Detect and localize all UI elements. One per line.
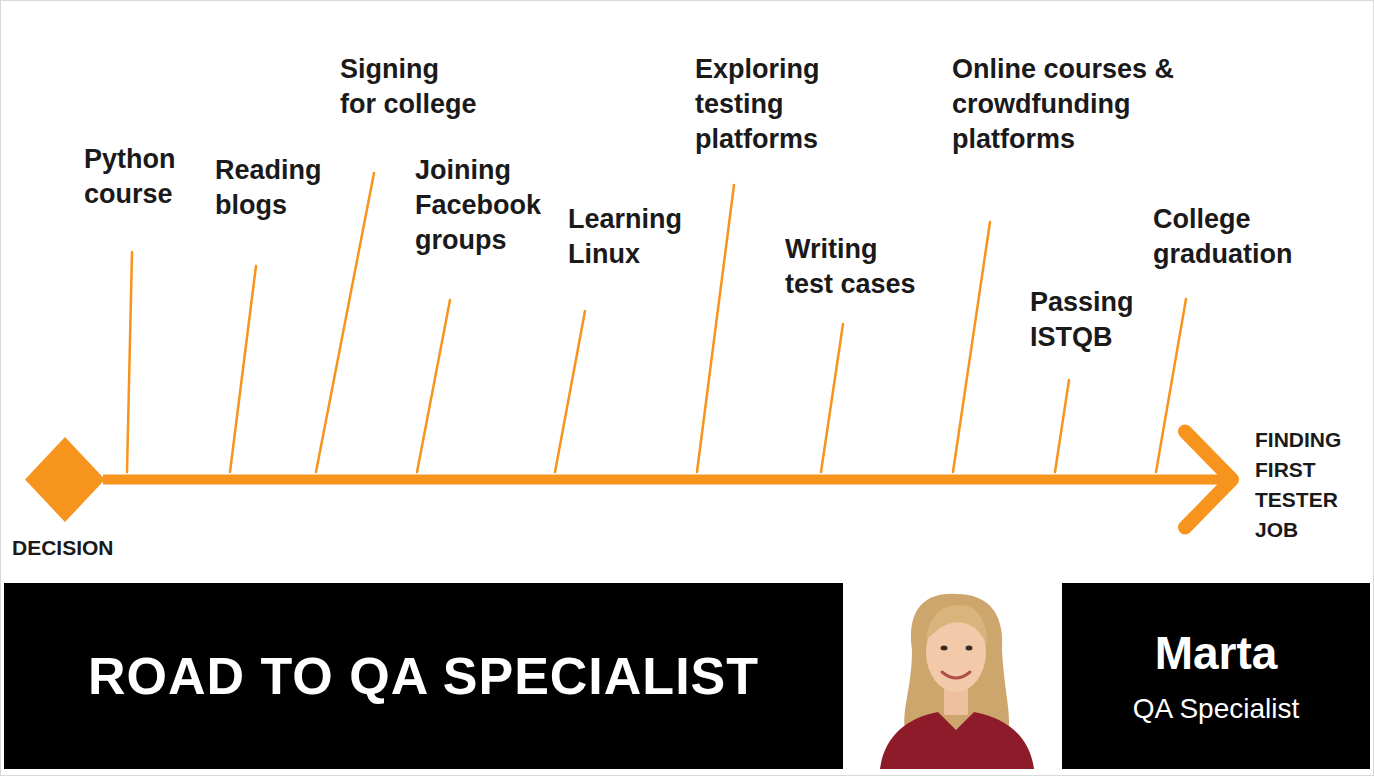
leader-line [417,300,450,472]
leader-line [230,266,256,472]
hair [904,594,1009,735]
milestone-label: Online courses & crowdfunding platforms [952,52,1187,157]
leader-line [697,185,734,472]
milestone-label: Signing for college [340,52,480,122]
diamond-shape [25,437,105,522]
goal-label: FINDING FIRST TESTER JOB [1255,425,1360,545]
leader-line [1156,299,1186,472]
name-card: Marta QA Specialist [1062,583,1370,769]
leader-line [953,222,990,472]
milestone-label: Passing ISTQB [1030,285,1150,355]
person-role: QA Specialist [1133,692,1300,726]
smile [942,672,970,678]
leader-line [127,252,132,472]
hair-fringe [926,605,987,646]
title-band: ROAD TO QA SPECIALIST [4,583,843,769]
eye [966,646,973,651]
milestone-label: Learning Linux [568,202,693,272]
leader-line [316,173,374,472]
title-text: ROAD TO QA SPECIALIST [88,646,759,706]
milestone-label: Reading blogs [215,153,335,223]
milestone-label: Joining Facebook groups [415,153,555,258]
photo-ground [843,583,1062,769]
timeline-line [103,475,1228,485]
diamond-outline [25,437,105,522]
eye [941,646,948,651]
goal-node: FINDING FIRST TESTER JOB [1240,425,1360,545]
leader-line [555,311,585,472]
milestone-label: College graduation [1153,202,1318,272]
person-name: Marta [1155,626,1278,680]
arrow-head [1185,432,1232,528]
leader-line [1055,380,1069,472]
leader-line [821,324,843,472]
sweater [880,712,1034,769]
milestone-label: Python course [84,142,224,212]
timeline-arrow [103,432,1232,528]
milestone-label: Exploring testing platforms [695,52,835,157]
decision-diamond: DECISION [25,437,105,522]
milestone-label: Writing test cases [785,232,925,302]
portrait-photo [843,583,1062,769]
decision-label: DECISION [12,535,114,561]
